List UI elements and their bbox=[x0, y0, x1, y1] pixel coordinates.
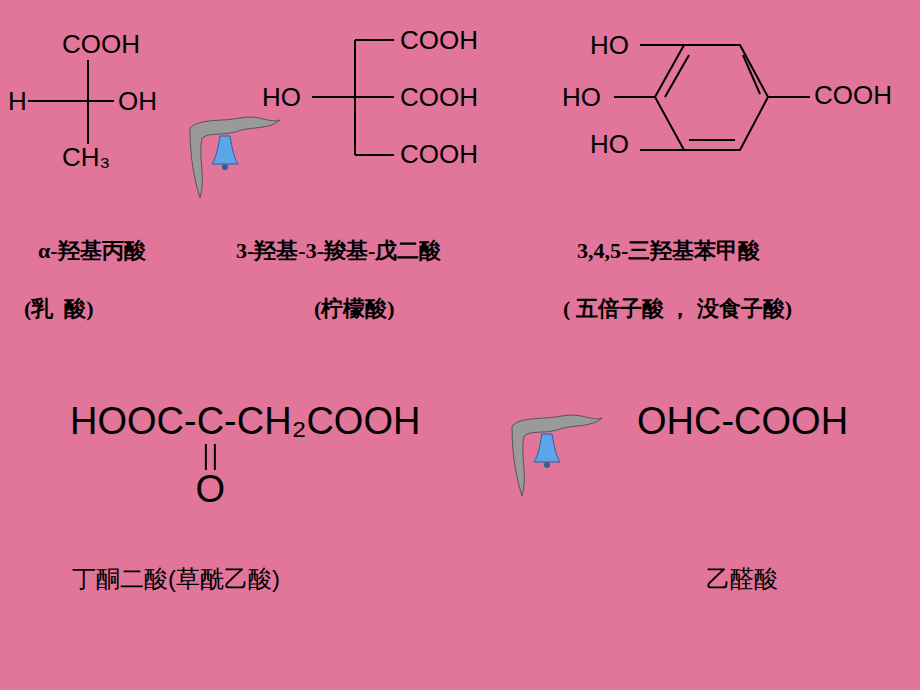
formula: HOOC-C-CH₂COOH bbox=[70, 402, 420, 440]
group-label: COOH bbox=[400, 141, 478, 167]
double-bond bbox=[206, 444, 215, 470]
group-label: HO bbox=[562, 84, 601, 110]
compound-name: α-羟基丙酸 bbox=[38, 240, 146, 262]
bell-ornament bbox=[190, 117, 280, 198]
atom-label: O bbox=[196, 470, 226, 508]
common-name: ( 五倍子酸 ， 没食子酸) bbox=[563, 298, 792, 320]
group-label: COOH bbox=[62, 31, 140, 57]
compound-name: 3-羟基-3-羧基-戊二酸 bbox=[236, 240, 441, 262]
group-label: CH₃ bbox=[62, 144, 110, 170]
group-label: COOH bbox=[814, 82, 892, 108]
formula: OHC-COOH bbox=[637, 402, 848, 440]
group-label: HO bbox=[590, 131, 629, 157]
bonds bbox=[28, 40, 810, 155]
group-label: HO bbox=[262, 84, 301, 110]
compound-name: 丁酮二酸(草酰乙酸) bbox=[72, 567, 280, 591]
group-label: COOH bbox=[400, 27, 478, 53]
group-label: OH bbox=[118, 88, 157, 114]
compound-name: 3,4,5-三羟基苯甲酸 bbox=[577, 240, 760, 262]
group-label: HO bbox=[590, 32, 629, 58]
bell-ornament bbox=[512, 415, 602, 496]
compound-name: 乙醛酸 bbox=[706, 567, 778, 591]
atom-label: H bbox=[8, 88, 27, 114]
group-label: COOH bbox=[400, 84, 478, 110]
common-name: (乳 酸) bbox=[24, 298, 94, 320]
common-name: (柠檬酸) bbox=[314, 298, 395, 320]
